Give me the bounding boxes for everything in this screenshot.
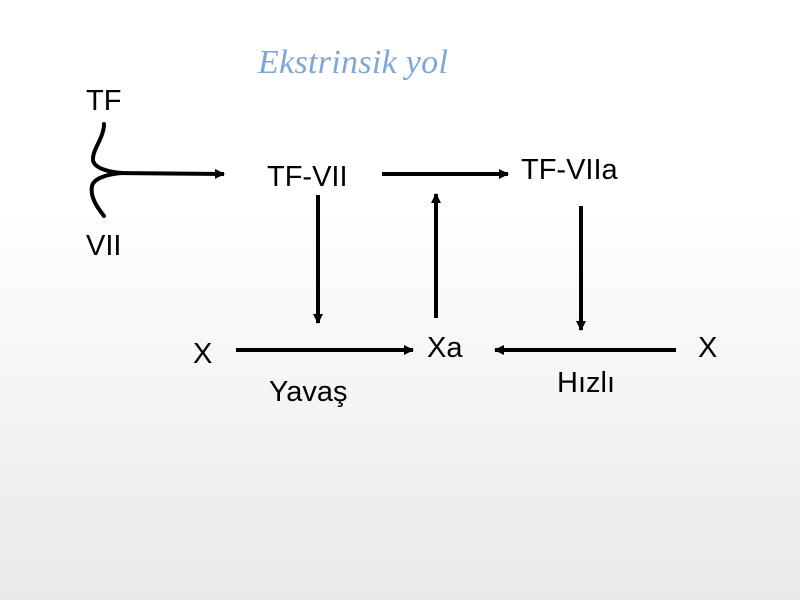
node-xa: Xa — [427, 332, 463, 364]
brace-tf-branch — [90, 122, 124, 175]
node-x-left: X — [193, 338, 213, 370]
node-vii: VII — [86, 230, 122, 262]
edge-label-fast: Hızlı — [557, 367, 615, 399]
node-tf: TF — [86, 85, 122, 117]
node-tf-vii: TF-VII — [267, 161, 348, 193]
brace-vii-branch — [89, 171, 124, 218]
node-x-right: X — [698, 332, 718, 364]
slide-title: Ekstrinsik yol — [258, 44, 449, 81]
edge-label-slow: Yavaş — [269, 376, 348, 408]
arrow-tf-vii-to-complex — [119, 168, 225, 179]
node-tf-viia: TF-VIIa — [521, 154, 618, 186]
